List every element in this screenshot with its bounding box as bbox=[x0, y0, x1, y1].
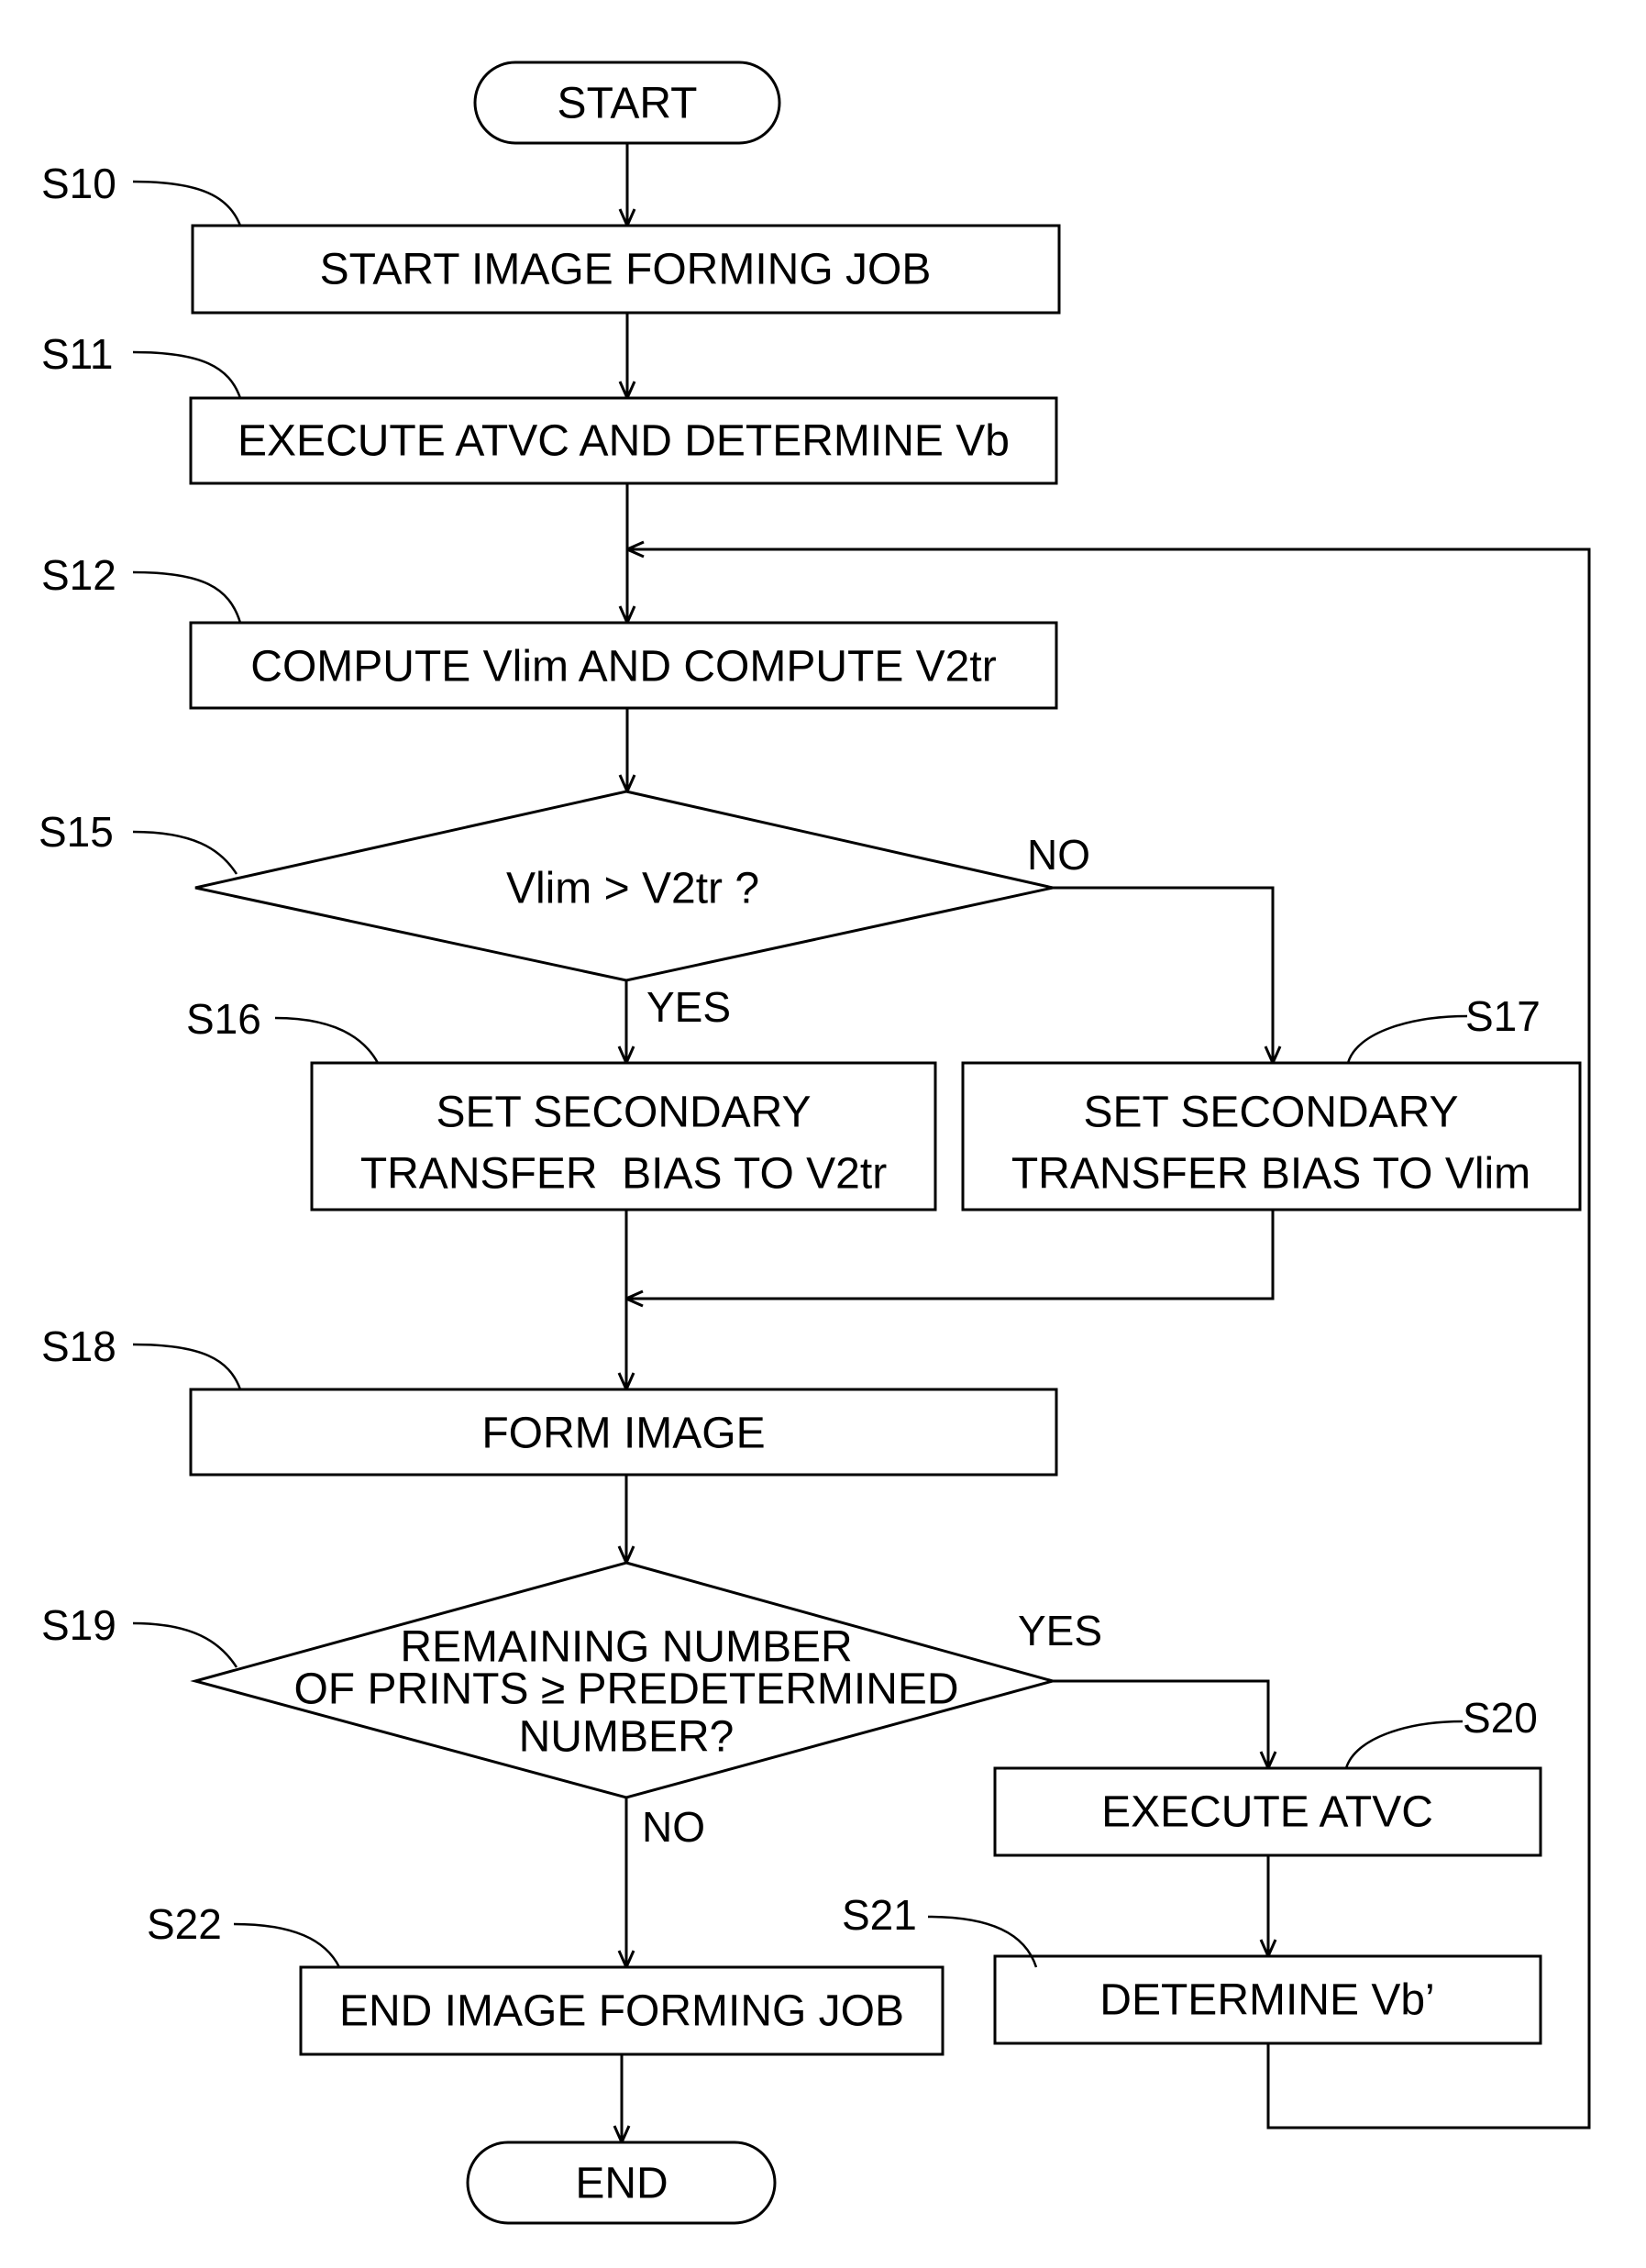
step-s22-leader bbox=[234, 1924, 339, 1967]
step-s18: FORM IMAGE S18 bbox=[41, 1322, 1056, 1475]
step-s12-text: COMPUTE Vlim AND COMPUTE V2tr bbox=[250, 643, 996, 691]
step-s11-leader bbox=[133, 352, 240, 398]
decision-s15-leader bbox=[133, 832, 237, 874]
decision-s19-line-3: NUMBER? bbox=[519, 1713, 735, 1762]
arrow-s17-merge bbox=[626, 1210, 1273, 1299]
branch-s19-no: NO bbox=[642, 1803, 705, 1851]
step-s20-leader bbox=[1346, 1721, 1463, 1768]
decision-s15-label: S15 bbox=[39, 808, 114, 856]
decision-s15-text: Vlim > V2tr ? bbox=[506, 865, 759, 913]
start-label: START bbox=[558, 80, 698, 128]
step-s11-text: EXECUTE ATVC AND DETERMINE Vb bbox=[238, 417, 1010, 466]
step-s10-label: S10 bbox=[41, 160, 116, 207]
decision-s19-line-2: OF PRINTS ≥ PREDETERMINED bbox=[293, 1665, 958, 1714]
end-terminal: END bbox=[468, 2142, 775, 2223]
start-terminal: START bbox=[475, 62, 779, 143]
step-s16: SET SECONDARY TRANSFER BIAS TO V2tr S16 bbox=[186, 995, 935, 1210]
step-s16-line-2: TRANSFER BIAS TO V2tr bbox=[360, 1150, 887, 1199]
step-s11: EXECUTE ATVC AND DETERMINE Vb S11 bbox=[41, 330, 1056, 483]
step-s21-label: S21 bbox=[842, 1891, 917, 1939]
step-s21-text: DETERMINE Vb’ bbox=[1099, 1976, 1434, 2025]
step-s10: START IMAGE FORMING JOB S10 bbox=[41, 160, 1059, 313]
step-s18-leader bbox=[133, 1344, 240, 1389]
step-s17-line-1: SET SECONDARY bbox=[1083, 1089, 1458, 1137]
step-s18-label: S18 bbox=[41, 1322, 116, 1370]
step-s10-text: START IMAGE FORMING JOB bbox=[320, 246, 932, 294]
step-s11-label: S11 bbox=[41, 330, 113, 378]
branch-s19-yes: YES bbox=[1018, 1607, 1102, 1654]
decision-s19-leader bbox=[133, 1623, 237, 1667]
step-s22-label: S22 bbox=[147, 1900, 222, 1948]
step-s20-label: S20 bbox=[1463, 1694, 1538, 1742]
step-s21: DETERMINE Vb’ S21 bbox=[842, 1891, 1541, 2043]
step-s20-text: EXECUTE ATVC bbox=[1101, 1788, 1433, 1837]
arrow-s21-loop-to-s12 bbox=[627, 549, 1589, 2128]
step-s17-leader bbox=[1348, 1016, 1467, 1063]
step-s16-label: S16 bbox=[186, 995, 261, 1043]
decision-s19-label: S19 bbox=[41, 1601, 116, 1649]
decision-s19: REMAINING NUMBER OF PRINTS ≥ PREDETERMIN… bbox=[41, 1563, 1053, 1798]
step-s12-label: S12 bbox=[41, 551, 116, 599]
arrow-s15-no-to-s17 bbox=[1053, 888, 1273, 1063]
step-s10-leader bbox=[133, 182, 240, 226]
step-s18-text: FORM IMAGE bbox=[481, 1410, 765, 1458]
arrow-s19-yes-to-s20 bbox=[1053, 1681, 1268, 1768]
branch-s15-yes: YES bbox=[646, 983, 731, 1031]
step-s22: END IMAGE FORMING JOB S22 bbox=[147, 1900, 943, 2054]
step-s22-text: END IMAGE FORMING JOB bbox=[339, 1987, 904, 2036]
branch-s15-no: NO bbox=[1027, 831, 1090, 879]
step-s16-line-1: SET SECONDARY bbox=[436, 1089, 811, 1137]
step-s17-line-2: TRANSFER BIAS TO Vlim bbox=[1011, 1150, 1530, 1199]
step-s17-label: S17 bbox=[1465, 992, 1541, 1040]
step-s12: COMPUTE Vlim AND COMPUTE V2tr S12 bbox=[41, 551, 1056, 708]
step-s16-leader bbox=[275, 1018, 378, 1063]
end-label: END bbox=[575, 2160, 668, 2208]
step-s12-leader bbox=[133, 572, 240, 623]
decision-s15: Vlim > V2tr ? S15 bbox=[39, 791, 1053, 980]
